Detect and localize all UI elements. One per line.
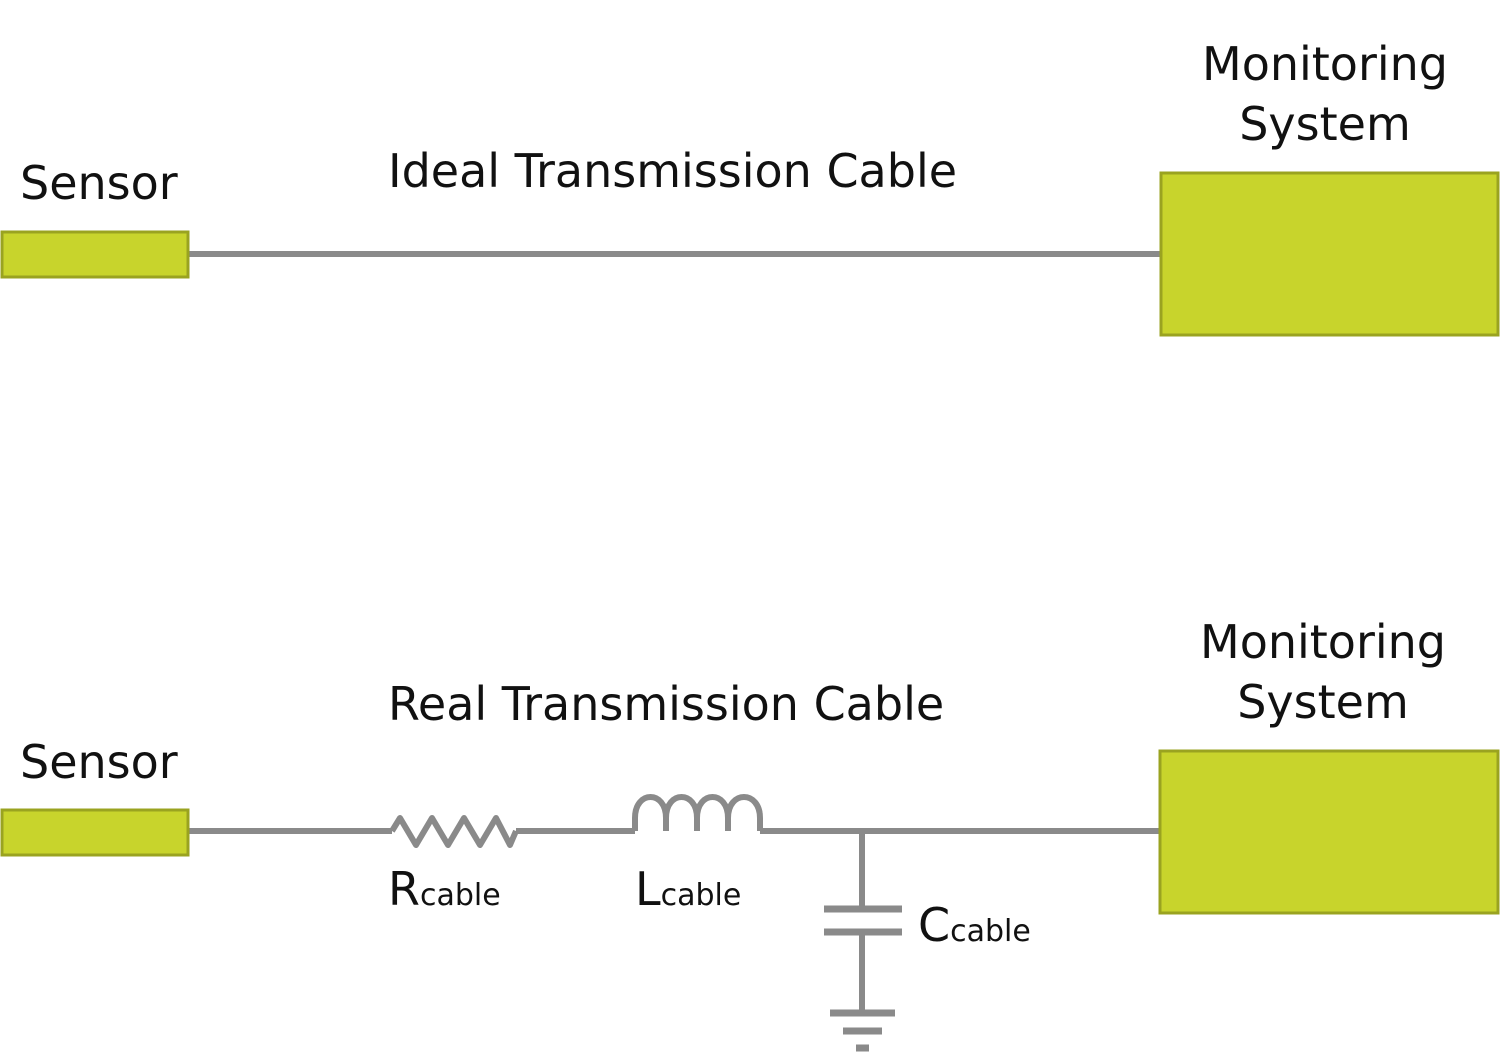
ideal-cable-label: Ideal Transmission Cable — [388, 144, 958, 198]
ideal-sensor-label: Sensor — [20, 156, 178, 210]
real-cable-label: Real Transmission Cable — [388, 677, 945, 731]
resistor-symbol-text: R — [388, 862, 420, 916]
real-sensor-label: Sensor — [20, 735, 178, 789]
resistor-symbol — [389, 815, 519, 848]
resistor-subscript: cable — [419, 878, 501, 913]
real-sensor-box — [0, 808, 190, 857]
inductor-symbol-text: L — [635, 862, 661, 916]
ideal-monitor-line1: Monitoring — [1202, 37, 1448, 91]
real-monitoring-system-box — [1158, 749, 1500, 915]
real-monitor-line1: Monitoring — [1200, 615, 1446, 669]
ideal-monitoring-system-label: Monitoring System — [1170, 34, 1480, 154]
inductor-label: Lcable — [635, 862, 741, 916]
real-monitoring-system-label: Monitoring System — [1168, 612, 1478, 732]
inductor-symbol — [632, 794, 763, 831]
resistor-label: Rcable — [388, 862, 501, 916]
inductor-subscript: cable — [660, 878, 742, 913]
ideal-sensor-box — [0, 230, 190, 279]
ideal-monitoring-system-box — [1159, 171, 1500, 337]
capacitor-subscript: cable — [950, 914, 1031, 949]
capacitor-symbol-text: C — [918, 898, 951, 952]
capacitor-label: Ccable — [918, 898, 1031, 952]
ideal-monitor-line2: System — [1239, 97, 1411, 151]
real-monitor-line2: System — [1237, 675, 1409, 729]
